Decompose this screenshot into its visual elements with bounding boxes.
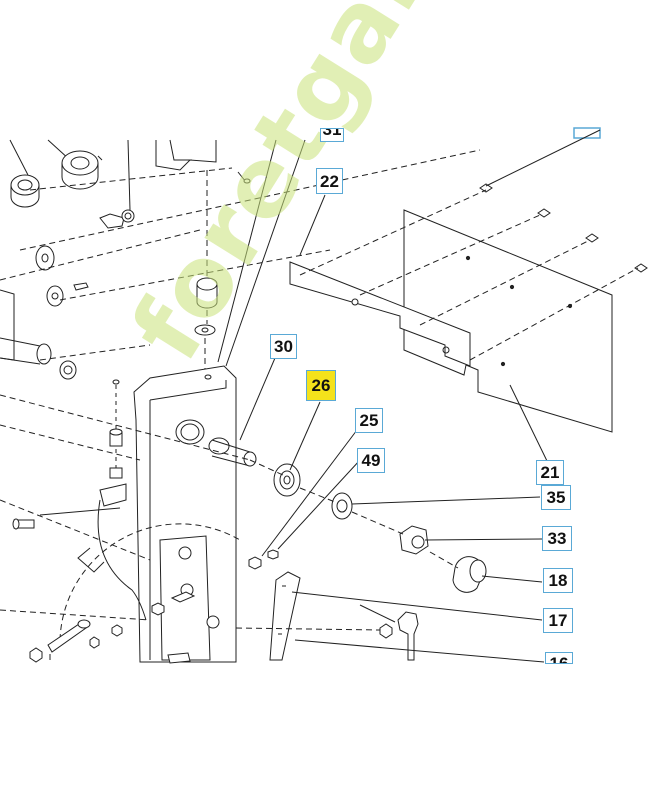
callout-33-label: 33 — [547, 529, 567, 548]
callout-18[interactable]: 18 — [543, 568, 573, 593]
main-arm — [133, 357, 276, 663]
callout-22-label: 22 — [320, 171, 339, 191]
callout-17[interactable]: 17 — [543, 608, 573, 633]
callout-30[interactable]: 30 — [270, 334, 297, 359]
callout-31-label: 31 — [322, 128, 342, 139]
callout-26[interactable]: 26 — [306, 370, 336, 401]
top-center-parts — [155, 139, 326, 370]
lower-right-parts — [235, 571, 545, 663]
callout-21[interactable]: 21 — [536, 460, 564, 485]
callout-26-label: 26 — [311, 376, 331, 395]
callout-22[interactable]: 22 — [316, 168, 343, 194]
callout-35[interactable]: 35 — [541, 485, 571, 510]
callout-18-label: 18 — [548, 571, 568, 590]
callout-16-label: 16 — [549, 654, 569, 664]
cut-off-callout-top-right — [573, 127, 601, 139]
callout-25[interactable]: 25 — [355, 408, 383, 433]
lower-left-linkage — [0, 379, 241, 664]
callout-17-label: 17 — [548, 611, 568, 630]
bearing-washer-chain — [0, 394, 543, 593]
callout-25-label: 25 — [359, 411, 379, 430]
callout-35-label: 35 — [546, 488, 566, 507]
callout-16[interactable]: 16 — [545, 652, 573, 664]
callout-21-label: 21 — [540, 463, 560, 482]
callout-30-label: 30 — [274, 337, 293, 356]
upper-left-parts — [0, 139, 481, 380]
callout-33[interactable]: 33 — [542, 526, 572, 551]
callout-31[interactable]: 31 — [320, 128, 344, 142]
callout-49[interactable]: 49 — [357, 448, 385, 473]
side-plate — [289, 129, 648, 464]
callout-49-label: 49 — [361, 451, 381, 470]
